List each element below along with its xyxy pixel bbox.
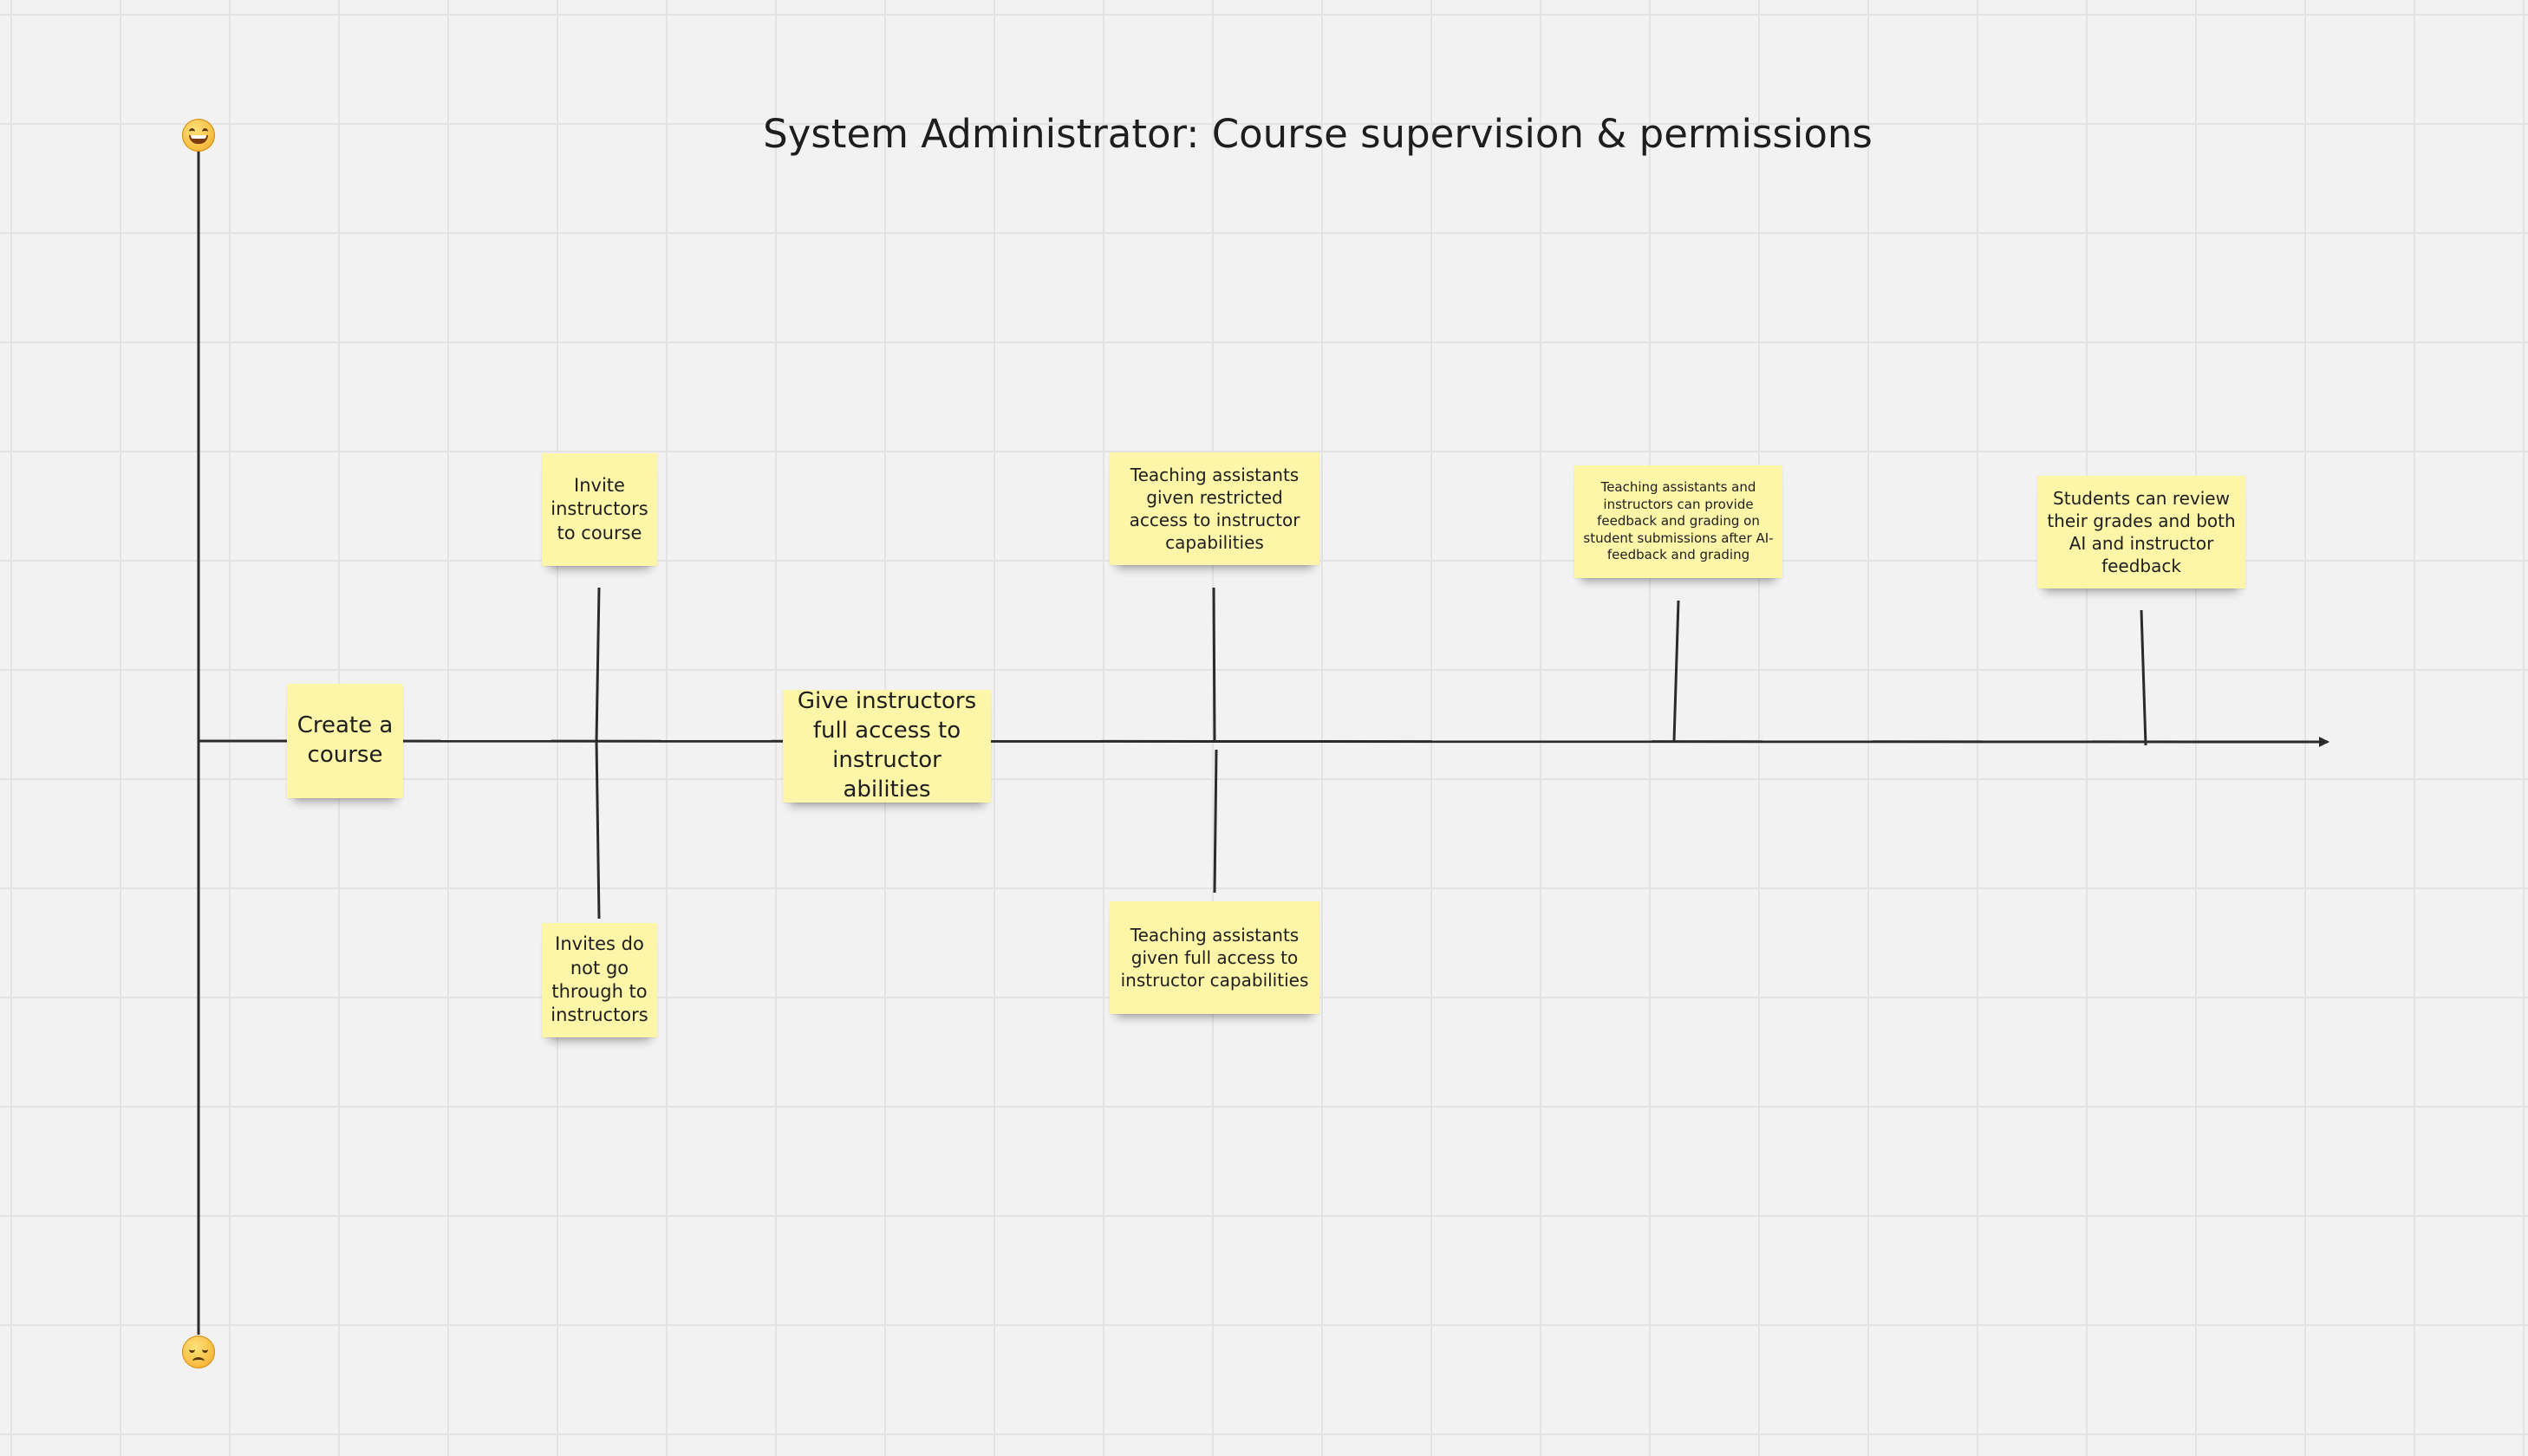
sticky-note-give-instructors-access[interactable]: Give instructors full access to instruct…: [783, 688, 991, 803]
sticky-note-text: Give instructors full access to instruct…: [797, 688, 977, 803]
sticky-note-text: Teaching assistants given restricted acc…: [1129, 465, 1300, 553]
sticky-note-text: Students can review their grades and bot…: [2047, 488, 2236, 576]
sticky-note-invites-fail[interactable]: Invites do not go through to instructors: [542, 923, 657, 1037]
sticky-note-ta-restricted-access[interactable]: Teaching assistants given restricted acc…: [1110, 452, 1319, 565]
sticky-note-text: Teaching assistants and instructors can …: [1583, 479, 1774, 563]
connector-ta-up: [1212, 587, 1216, 742]
grinning-face-emoji-icon: [182, 119, 215, 152]
sticky-note-ta-full-access[interactable]: Teaching assistants given full access to…: [1110, 901, 1319, 1014]
sticky-note-text: Teaching assistants given full access to…: [1120, 925, 1309, 991]
pensive-face-emoji-icon: [182, 1336, 215, 1368]
connector-ta-down: [1213, 749, 1218, 894]
horizontal-timeline: [198, 736, 2329, 747]
sticky-note-invite-instructors[interactable]: Invite instructors to course: [542, 453, 657, 566]
connector-students: [2140, 609, 2147, 746]
sticky-note-text: Invite instructors to course: [551, 475, 648, 543]
sticky-note-create-course[interactable]: Create a course: [287, 684, 403, 798]
sticky-note-text: Create a course: [296, 712, 394, 768]
sticky-note-students-review[interactable]: Students can review their grades and bot…: [2037, 476, 2245, 588]
sticky-note-text: Invites do not go through to instructors: [551, 933, 648, 1026]
connector-invite-up: [595, 587, 601, 742]
connector-feedback: [1672, 600, 1680, 742]
board-title: System Administrator: Course supervision…: [763, 111, 1873, 157]
connector-invite-down: [595, 740, 601, 920]
sticky-note-feedback-grading[interactable]: Teaching assistants and instructors can …: [1574, 465, 1782, 578]
